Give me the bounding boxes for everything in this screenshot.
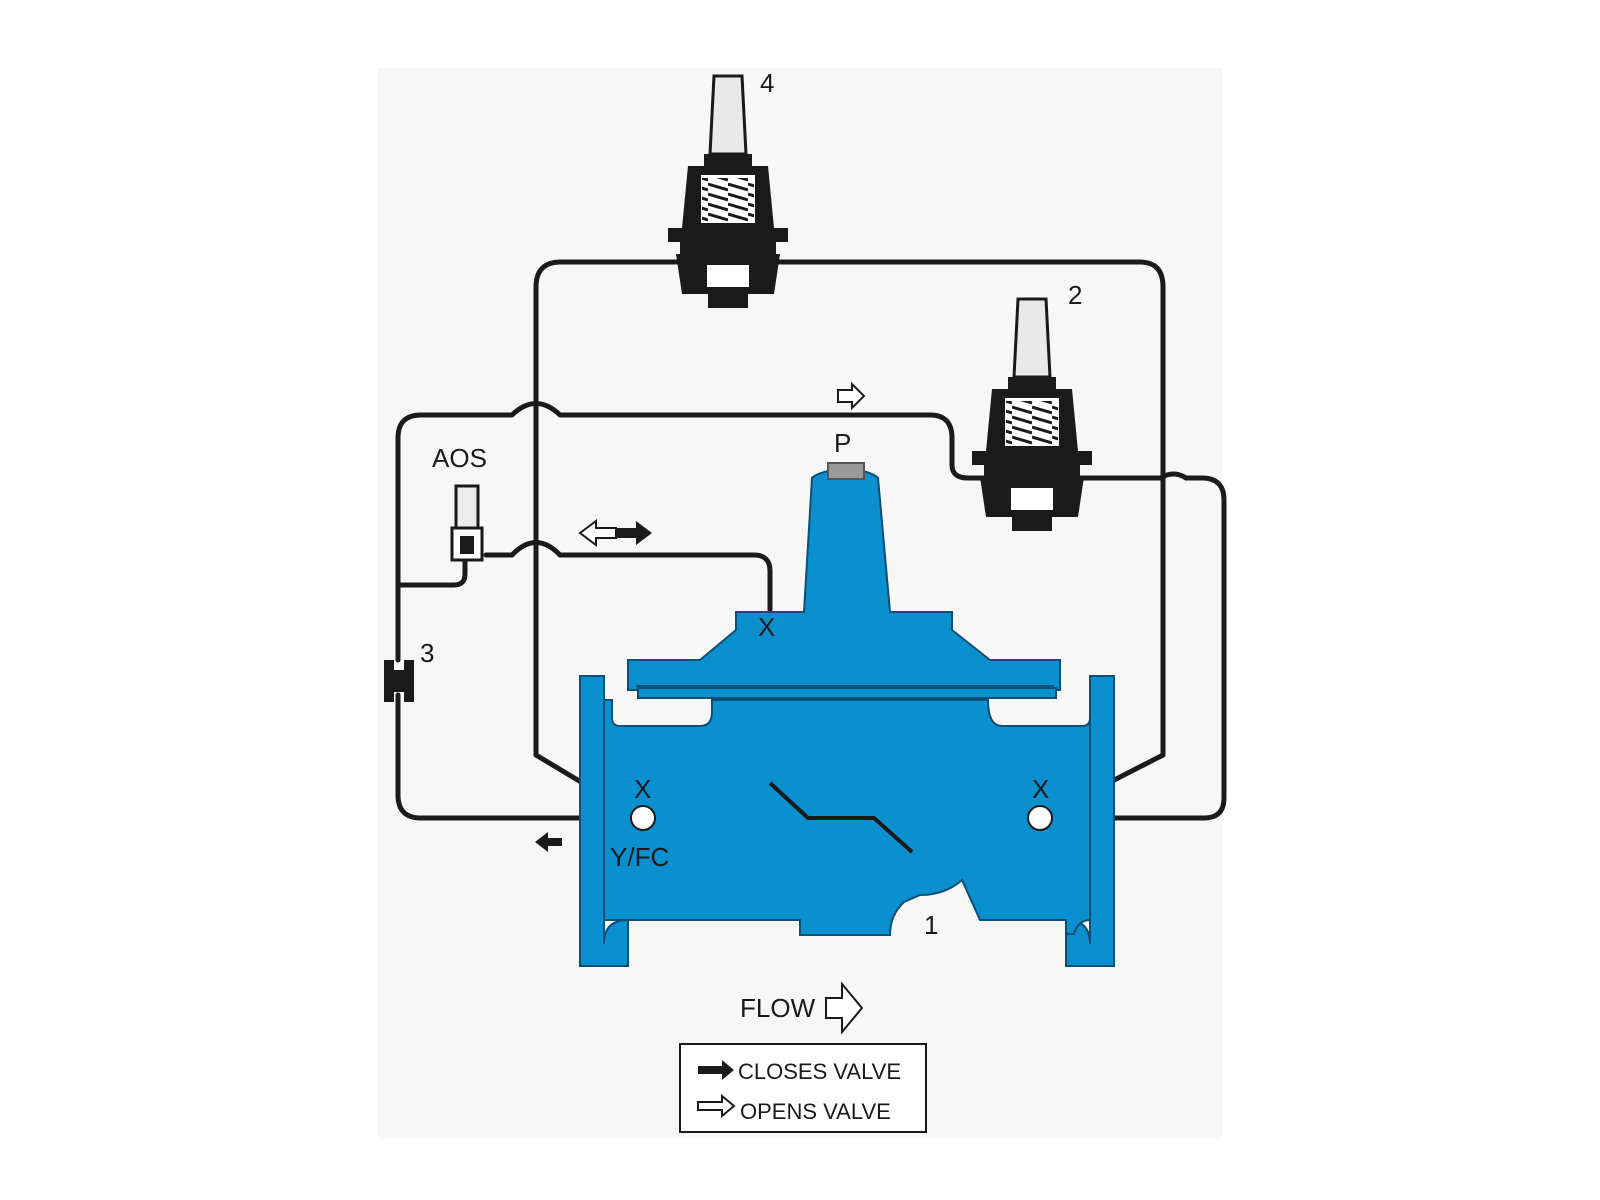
legend-closes: CLOSES VALVE: [738, 1059, 901, 1084]
label-port-p: P: [834, 428, 851, 458]
label-aos: AOS: [432, 443, 487, 473]
label-yfc: Y/FC: [610, 842, 669, 872]
legend-box: CLOSES VALVE OPENS VALVE: [679, 1043, 927, 1133]
opens-legend-arrow-icon: [697, 1093, 736, 1119]
label-x-right: X: [1032, 774, 1049, 804]
pilot-valve-2: [972, 297, 1092, 531]
label-x-top: X: [758, 612, 775, 642]
pilot-valve-4: [668, 74, 788, 308]
flow-arrow-icon: [825, 981, 864, 1035]
opens-arrow-icon: [837, 381, 866, 411]
label-main-valve: 1: [924, 910, 938, 940]
bidirectional-arrow-icon: [578, 519, 652, 547]
closes-arrow-icon: [535, 832, 562, 852]
p-port-cap: [827, 462, 865, 480]
label-item-3: 3: [420, 638, 434, 668]
flow-label: FLOW: [740, 993, 816, 1023]
closes-legend-arrow-icon: [698, 1060, 734, 1080]
legend-opens: OPENS VALVE: [740, 1099, 891, 1124]
yfc-port: [630, 805, 656, 831]
label-pilot-4: 4: [760, 68, 774, 98]
aos-valve: [450, 484, 484, 562]
control-tubing: [395, 259, 1227, 821]
outlet-port: [1027, 805, 1053, 831]
isolation-valve-3: [384, 660, 414, 702]
background-panel: [378, 68, 1222, 1138]
label-pilot-2: 2: [1068, 280, 1082, 310]
main-valve-body: [579, 462, 1115, 967]
label-x-left: X: [634, 774, 651, 804]
